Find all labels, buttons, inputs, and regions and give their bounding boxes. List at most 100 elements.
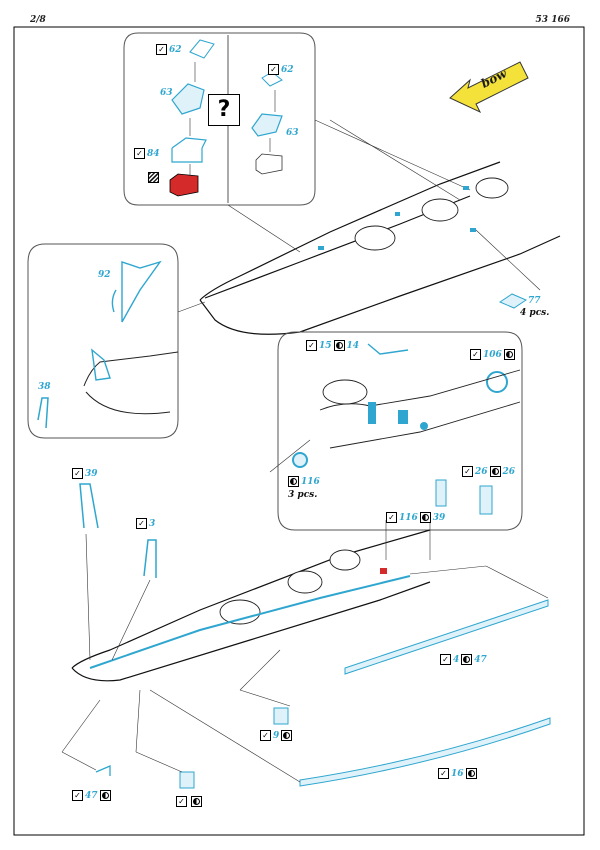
callout-39b: ✓ 3 xyxy=(136,518,155,529)
callout-84: ✓ 84 xyxy=(134,148,160,159)
part-3-strip xyxy=(344,599,549,675)
check-icon: ✓ xyxy=(156,44,167,55)
callout-9: ✓ 16 xyxy=(438,768,477,779)
question-box: ? xyxy=(208,94,240,126)
part-64-port xyxy=(292,452,308,468)
yinyang-icon xyxy=(281,730,293,741)
bow-arrow-icon: bow xyxy=(449,61,529,114)
small-parts-47 xyxy=(179,707,289,789)
part-number: 92 xyxy=(98,270,111,280)
check-icon: ✓ xyxy=(386,512,397,523)
callout-92: 92 xyxy=(98,270,111,280)
check-icon: ✓ xyxy=(136,518,147,529)
lower-blue-strip xyxy=(89,575,411,669)
yinyang-icon xyxy=(461,654,473,665)
middle-blue-parts xyxy=(368,402,428,430)
part-number: 3 xyxy=(149,518,156,529)
part-number: 116 xyxy=(399,512,418,523)
callout-63b: 63 xyxy=(286,128,299,138)
callout-106: ✓ 106 xyxy=(470,349,515,360)
yinyang-icon xyxy=(191,796,202,807)
yinyang-icon xyxy=(333,340,345,351)
part-number: 63 xyxy=(286,128,299,138)
part-number: 63 xyxy=(160,88,173,98)
callout-116-26: ✓ 26 26 xyxy=(462,466,515,477)
callout-15-14: ✓ 15 14 xyxy=(306,340,359,351)
part-number: 26 xyxy=(502,466,516,477)
parts-116-26-ladders xyxy=(435,479,493,515)
check-icon: ✓ xyxy=(470,349,481,360)
page-border xyxy=(13,26,585,836)
part-number: 16 xyxy=(451,768,464,779)
pcs-note-64: 3 pcs. xyxy=(288,490,318,500)
part-62-sketch xyxy=(189,39,283,87)
red-parts-block xyxy=(169,173,199,197)
check-icon: ✓ xyxy=(440,654,451,665)
part-number: 9 xyxy=(273,730,280,741)
upper-turrets xyxy=(354,177,509,251)
check-icon: ✓ xyxy=(462,466,473,477)
yinyang-icon xyxy=(419,512,431,523)
yinyang-icon xyxy=(503,349,515,360)
lower-turrets xyxy=(219,549,361,625)
part-number: 47 xyxy=(474,654,487,665)
paint-indicator xyxy=(148,172,159,183)
leader-lines-lower xyxy=(61,439,549,783)
box-sketch xyxy=(255,153,283,175)
part-number: 62 xyxy=(281,64,294,75)
yinyang-icon xyxy=(99,790,111,801)
callout-64: 116 xyxy=(288,476,320,487)
callout-16: ✓ 47 xyxy=(72,790,111,801)
part-number: 84 xyxy=(147,148,160,159)
lower-red-part xyxy=(380,568,387,574)
paint-icon xyxy=(148,172,159,183)
yinyang-icon xyxy=(489,466,501,477)
check-icon: ✓ xyxy=(72,468,83,479)
leader-lines-upper xyxy=(177,119,541,313)
part-number: 26 xyxy=(475,466,488,477)
part-number: 15 xyxy=(319,340,332,351)
upper-deck-details xyxy=(318,186,476,250)
check-icon: ✓ xyxy=(438,768,449,779)
callout-62a: ✓ 62 xyxy=(156,44,182,55)
hull-bow-detail xyxy=(83,348,179,415)
part-63-grating xyxy=(171,83,283,137)
callout-3-4: ✓ 4 47 xyxy=(440,654,487,665)
yinyang-icon xyxy=(465,768,477,779)
detail-frame-middle xyxy=(277,331,523,531)
hull-lower xyxy=(71,529,431,682)
check-icon: ✓ xyxy=(176,796,187,807)
part-number: 116 xyxy=(301,476,320,487)
part-77-plate xyxy=(498,293,528,309)
part-39-rails xyxy=(79,483,157,578)
part-84-frame xyxy=(171,137,207,163)
callout-63a: 63 xyxy=(160,88,173,98)
part-number: 62 xyxy=(169,44,182,55)
part-38-rail xyxy=(37,397,49,429)
leader-lines-top xyxy=(189,62,471,253)
part-92-mast xyxy=(111,260,162,323)
check-icon: ✓ xyxy=(134,148,145,159)
check-icon: ✓ xyxy=(306,340,317,351)
yinyang-icon xyxy=(288,476,299,487)
callout-77: 77 xyxy=(528,296,541,306)
callout-62b: ✓ 62 xyxy=(268,64,294,75)
part-number: 14 xyxy=(346,340,360,351)
callout-38: 38 xyxy=(38,382,51,392)
check-icon: ✓ xyxy=(72,790,83,801)
part-number: 4 xyxy=(453,654,460,665)
check-icon: ✓ xyxy=(260,730,271,741)
page-number: 2/8 xyxy=(30,15,46,25)
part-number: 39 xyxy=(85,468,98,479)
pcs-note-77: 4 pcs. xyxy=(520,308,550,318)
detail-frame-left xyxy=(27,243,179,439)
part-number: 77 xyxy=(528,296,541,306)
part-number: 39 xyxy=(432,512,446,523)
part-number: 106 xyxy=(483,349,502,360)
part-9-strip xyxy=(299,717,551,787)
part-14-ladder xyxy=(367,343,409,355)
part-number: 47 xyxy=(85,790,98,801)
middle-deck-detail xyxy=(319,369,521,449)
